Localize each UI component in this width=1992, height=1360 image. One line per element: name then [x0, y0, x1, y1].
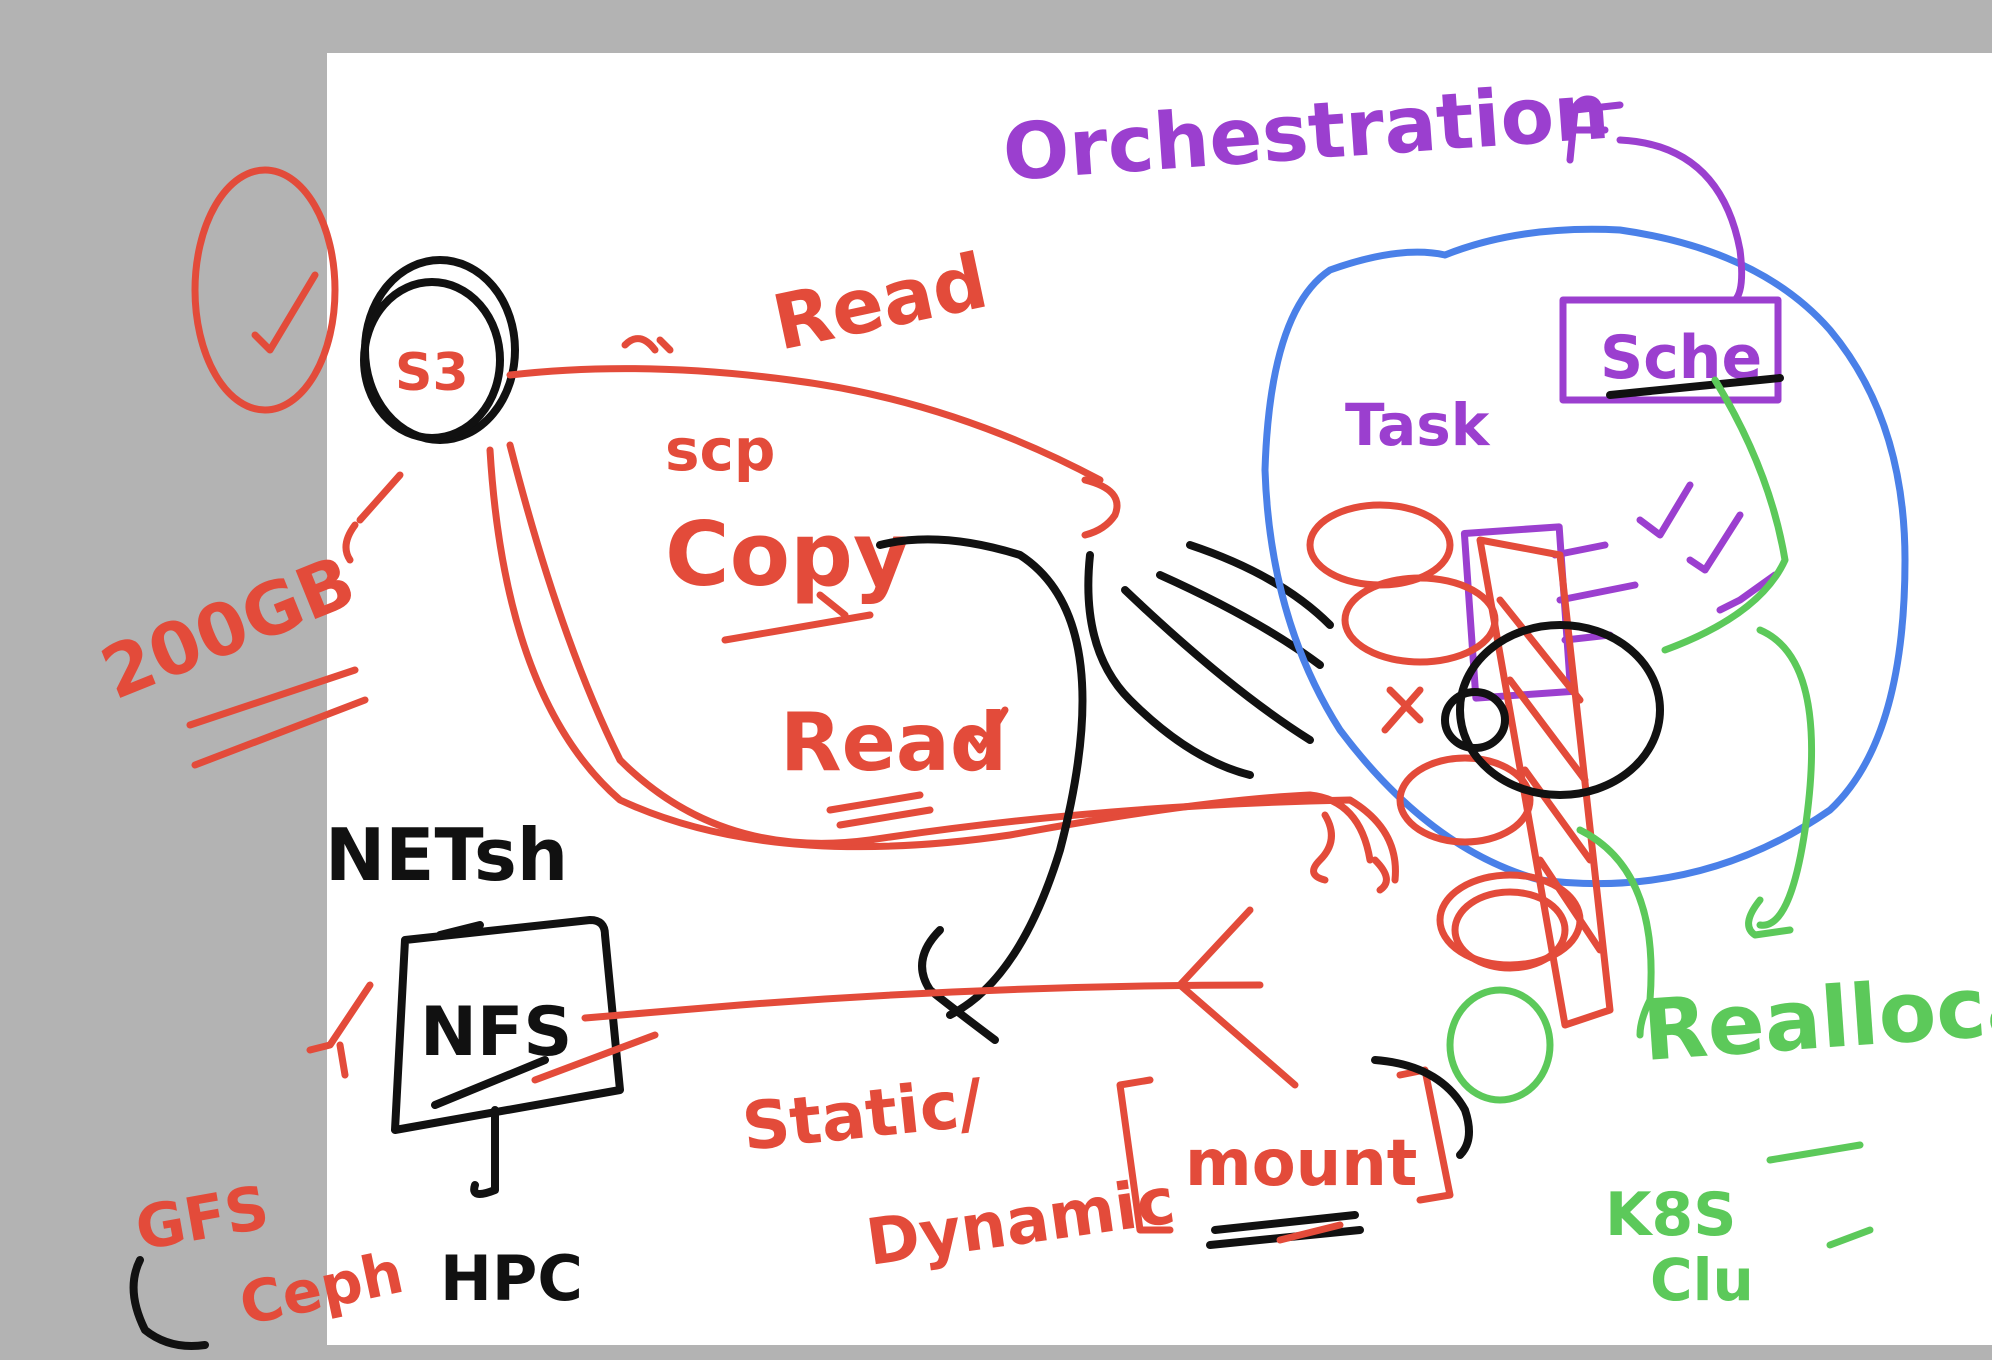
s3-to-nodes-curve-1	[486, 446, 1374, 864]
cluster-boundary	[1261, 225, 1909, 888]
orchestration-to-sche	[1616, 136, 1746, 304]
read-mid-underline-1	[826, 791, 924, 814]
read-mid-underline-2	[836, 806, 934, 829]
node-black-core	[1441, 688, 1509, 752]
node-column-outline	[1476, 536, 1614, 1029]
s3-label: S3	[395, 343, 469, 403]
k8s-dash	[1766, 1141, 1864, 1164]
netshare-label: NETsh	[325, 813, 568, 897]
read-top-arrowhint	[621, 335, 674, 354]
read-arrow-top	[506, 365, 1104, 484]
task-label: Task	[1345, 391, 1491, 459]
sche-box	[1559, 296, 1782, 404]
task-checks	[1636, 481, 1779, 614]
link-curve-1	[1084, 551, 1254, 779]
mount-bracket-left	[1116, 1076, 1174, 1234]
mount-arrow-chevron	[1176, 906, 1299, 1089]
link-curve-2	[1121, 586, 1314, 744]
whiteboard-canvas	[327, 53, 1992, 1345]
clu-label: Clu	[1650, 1246, 1754, 1314]
orchestration-arrow	[1566, 101, 1624, 164]
green-return-curve	[1756, 626, 1816, 929]
mount-bracket-right	[1396, 1066, 1454, 1204]
node-black-ring	[1456, 621, 1664, 799]
gfs-bracket	[129, 1256, 209, 1350]
sche-to-k8s	[1661, 376, 1789, 654]
green-return-head	[1745, 896, 1794, 939]
size-label: 200GB	[90, 539, 367, 716]
size-underline-1	[186, 666, 359, 729]
nfs-left-arrow	[306, 981, 374, 1079]
orchestration-label: Orchestration	[1000, 67, 1612, 199]
nfs-to-mount-line	[581, 981, 1264, 1022]
node-cross	[1381, 686, 1424, 734]
s3-to-nodes-curve-2	[506, 441, 1399, 884]
size-underline-2	[191, 696, 369, 769]
sche-underline	[1606, 374, 1784, 399]
nfs-box	[391, 916, 624, 1134]
reallocate-label: Reallocate	[1640, 948, 1992, 1080]
s3-node-outline-2	[360, 278, 504, 442]
copy-label: Copy	[665, 503, 910, 606]
nfs-box-top	[436, 921, 484, 939]
node-1	[1306, 501, 1454, 589]
mount-underline-red	[1276, 1221, 1344, 1244]
read-mid-check	[961, 706, 1009, 754]
clu-dash	[1826, 1226, 1874, 1249]
nfs-read-curve	[876, 535, 1087, 1019]
green-side-curve	[1576, 826, 1655, 1039]
nfs-read-tail	[918, 926, 999, 1044]
size-tick	[342, 471, 404, 564]
nfs-underline	[431, 1056, 549, 1109]
ceph-label: Ceph	[234, 1238, 409, 1339]
k8s-label: K8S	[1605, 1180, 1736, 1250]
node-column-hatch	[1496, 596, 1604, 954]
hpc-label: HPC	[440, 1242, 583, 1315]
node-3	[1396, 754, 1534, 846]
new-node-circle	[1446, 986, 1554, 1104]
nfs-to-hpc	[470, 1106, 499, 1198]
scp-label: scp	[665, 416, 775, 484]
gfs-label: GFS	[130, 1173, 274, 1265]
nfs-label: NFS	[420, 993, 572, 1072]
read-top-label: Read	[765, 236, 995, 368]
node-4b	[1451, 888, 1569, 972]
nodes-arrow-head-2	[1371, 856, 1390, 894]
mount-underline-1	[1211, 1211, 1359, 1234]
read-mid-label: Read	[780, 696, 1007, 789]
link-curve-3	[1156, 571, 1324, 669]
nfs-underline-red	[531, 1031, 659, 1084]
check-mark	[251, 271, 319, 354]
check-circle	[191, 166, 339, 414]
link-curve-4	[1186, 541, 1334, 629]
mount-black-arc	[1371, 1056, 1473, 1159]
static-label: Static/	[739, 1064, 988, 1166]
read-arrow-top-head	[1081, 476, 1121, 539]
copy-underline	[721, 591, 874, 644]
mount-label: mount	[1185, 1127, 1417, 1201]
nodes-arrow-head	[1310, 811, 1335, 884]
